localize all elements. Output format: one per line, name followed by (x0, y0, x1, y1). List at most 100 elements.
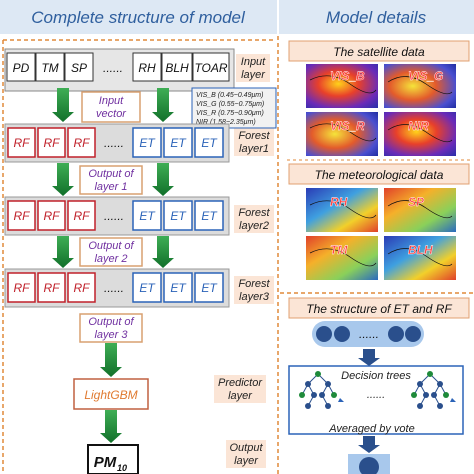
rf-box-l3-2: RF (37, 272, 66, 303)
decision-tree-1 (299, 371, 344, 409)
meteo-map-blh-label: BLH (408, 243, 433, 257)
et-box-l3-2: ET (163, 272, 193, 303)
input-box-rh: RH (132, 52, 162, 82)
side-label-predictor: Predictor layer (214, 375, 266, 403)
rf-box-label: RF (14, 281, 31, 295)
meteo-map-sp-label: SP (408, 195, 425, 209)
right-header-title: Model details (326, 8, 427, 27)
output-of-layer-line1: Output of (88, 316, 134, 328)
arrow-input-to-forest1-right (152, 88, 174, 122)
et-box-label: ET (201, 136, 218, 150)
band-legend-line2: VIS_G (0.55~0.75μm) (196, 101, 264, 108)
et-box-label: ET (170, 281, 187, 295)
rf-box-label: RF (14, 209, 31, 223)
satellite-map-vis-g: VIS_G (384, 64, 456, 108)
band-legend: VIS_B (0.45~0.49μm) VIS_G (0.55~0.75μm) … (191, 87, 277, 129)
final-node (348, 454, 390, 474)
satellite-title-text: The satellite data (333, 45, 425, 59)
band-legend-line1: VIS_B (0.45~0.49μm) (196, 92, 263, 99)
rf-box-l3-3: RF (67, 272, 96, 303)
input-nodes-bar: ...... (312, 321, 424, 347)
output-of-layer-line1: Output of (88, 168, 134, 180)
decision-trees-ellipsis: ...... (367, 389, 385, 401)
meteo-map-sp: SP (384, 188, 456, 232)
pm10-subscript: 10 (117, 463, 127, 473)
band-legend-line3: VIS_R (0.75~0.90μm) (196, 110, 264, 117)
output-of-layer-line1: Output of (88, 240, 134, 252)
side-label-output-line2: layer (234, 455, 259, 467)
satellite-map-vis-g-label: VIS_G (408, 69, 443, 83)
input-box-toar: TOAR (192, 52, 230, 82)
lightgbm-label: LightGBM (84, 388, 137, 402)
side-label-predictor-line2: layer (228, 390, 253, 402)
structure-arrow-down (358, 349, 380, 366)
forest-layer-3: RF RF RF...... ET ET ET (4, 268, 230, 308)
right-header-bar (279, 0, 474, 34)
input-box-pd: PD (6, 52, 36, 82)
side-label-input-line2: layer (241, 69, 266, 81)
input-vector-line1: Input (99, 95, 124, 107)
left-header-bar (0, 0, 277, 34)
input-vector-line2: vector (96, 108, 127, 120)
arrow-lightgbm-to-pm10 (100, 410, 122, 443)
side-label-output: Output layer (226, 440, 266, 468)
et-box-label: ET (201, 209, 218, 223)
decision-tree-2 (411, 371, 456, 409)
side-label-forest1: Forest layer1 (234, 128, 274, 156)
side-label-predictor-line1: Predictor (218, 377, 263, 389)
meteorological-title: The meteorological data (288, 163, 470, 185)
rf-box-label: RF (44, 209, 61, 223)
decision-trees-label: Decision trees (341, 370, 411, 382)
side-label-output-line1: Output (229, 442, 263, 454)
side-label-input: Input layer (236, 54, 270, 82)
rf-box-l3-1: RF (7, 272, 36, 303)
forest-ellipsis: ...... (104, 281, 124, 295)
output-of-layer-line2: layer 1 (94, 181, 127, 193)
rf-box-label: RF (74, 281, 91, 295)
rf-box-l1-1: RF (7, 127, 36, 158)
rf-box-label: RF (44, 136, 61, 150)
meteo-map-tm-label: TM (330, 243, 348, 257)
rf-box-l1-2: RF (37, 127, 66, 158)
vote-label: Averaged by vote (328, 423, 414, 435)
rf-box-label: RF (14, 136, 31, 150)
lightgbm-box: LightGBM (73, 378, 149, 410)
et-box-l2-2: ET (163, 200, 193, 231)
et-box-label: ET (139, 209, 156, 223)
et-box-l1-1: ET (132, 127, 162, 158)
input-ellipsis: ...... (103, 61, 123, 75)
side-label-forest3: Forest layer3 (234, 276, 274, 304)
meteo-map-rh-label: RH (330, 195, 348, 209)
side-label-forest1-line2: layer1 (239, 143, 269, 155)
rf-box-l2-1: RF (7, 200, 36, 231)
et-box-l3-3: ET (194, 272, 224, 303)
et-box-label: ET (139, 281, 156, 295)
output-of-layer-line2: layer 3 (94, 329, 128, 341)
side-label-forest2-line1: Forest (238, 207, 270, 219)
meteo-map-blh: BLH (384, 236, 456, 280)
pm10-output-box: PM 10 (87, 444, 139, 474)
pm10-label: PM (94, 454, 117, 471)
meteo-map-tm: TM (306, 236, 378, 280)
input-nodes-ellipsis: ...... (359, 327, 379, 341)
satellite-map-nir: NIR (384, 112, 456, 156)
side-label-input-line1: Input (241, 56, 266, 68)
input-box-tm-label: TM (41, 61, 58, 75)
output-of-layer-line2: layer 2 (94, 253, 127, 265)
arrow-input-to-forest1-left (52, 88, 74, 122)
side-label-forest1-line1: Forest (238, 130, 270, 142)
input-box-sp: SP (64, 52, 94, 82)
rf-box-l2-3: RF (67, 200, 96, 231)
arrow-forest1-to-forest2-right (152, 163, 174, 196)
input-box-blh-label: BLH (165, 61, 189, 75)
structure-title-text: The structure of ET and RF (306, 302, 452, 316)
satellite-map-vis-b: VIS_B (306, 64, 378, 108)
structure-title: The structure of ET and RF (288, 297, 470, 319)
et-box-label: ET (201, 281, 218, 295)
rf-box-l2-2: RF (37, 200, 66, 231)
